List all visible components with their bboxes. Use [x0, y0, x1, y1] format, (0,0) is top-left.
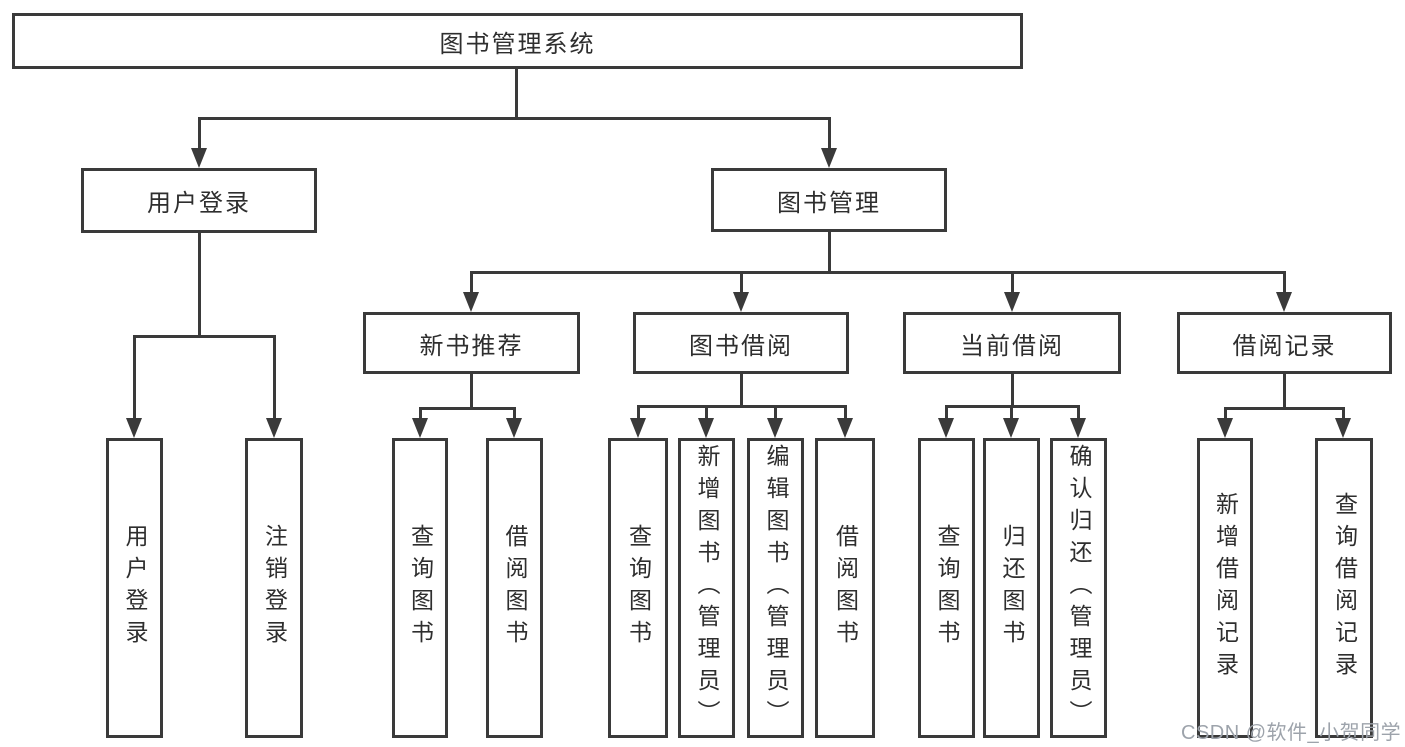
- node-label: 查询借阅记录: [1331, 492, 1358, 684]
- connector-line: [470, 271, 473, 296]
- node-new-book-recommend: 新书推荐: [363, 312, 580, 374]
- node-label: 注销登录: [261, 524, 288, 652]
- connector-line: [1011, 374, 1014, 407]
- connector-line: [740, 271, 743, 296]
- connector-line: [198, 117, 831, 120]
- connector-line: [1224, 407, 1227, 420]
- connector-line: [945, 405, 948, 420]
- arrow-down-icon: [1004, 292, 1020, 312]
- node-label: 图书管理: [777, 189, 881, 217]
- node-label: 借阅图书: [502, 524, 528, 652]
- connector-line: [705, 405, 708, 420]
- node-label: 归还图书: [999, 524, 1025, 652]
- node-query-books-current: 查询图书: [918, 438, 975, 738]
- node-label: 图书管理系统: [439, 30, 596, 58]
- node-edit-book-admin: 编辑图书（管理员）: [747, 438, 804, 738]
- node-book-borrow: 图书借阅: [633, 312, 849, 374]
- arrow-down-icon: [1003, 418, 1019, 438]
- node-return-book: 归还图书: [983, 438, 1040, 738]
- node-label: 新书推荐: [419, 332, 524, 360]
- connector-line: [1077, 405, 1080, 420]
- connector-line: [470, 374, 473, 409]
- connector-line: [419, 407, 422, 420]
- connector-line: [828, 232, 831, 273]
- connector-line: [828, 117, 831, 151]
- node-label: 借阅记录: [1232, 332, 1337, 360]
- arrow-down-icon: [266, 418, 282, 438]
- arrow-down-icon: [1070, 418, 1086, 438]
- arrow-down-icon: [837, 418, 853, 438]
- connector-line: [198, 233, 201, 338]
- node-borrow-records: 借阅记录: [1177, 312, 1392, 374]
- arrow-down-icon: [630, 418, 646, 438]
- node-label: 查询图书: [934, 524, 960, 652]
- connector-line: [470, 271, 1285, 274]
- connector-line: [844, 405, 847, 420]
- node-user-login: 用户登录: [106, 438, 163, 738]
- arrow-down-icon: [767, 418, 783, 438]
- node-label: 图书借阅: [689, 332, 793, 360]
- arrow-down-icon: [1276, 292, 1292, 312]
- connector-line: [1224, 407, 1344, 410]
- node-add-borrow-record: 新增借阅记录: [1197, 438, 1253, 738]
- node-borrow-books: 借阅图书: [815, 438, 875, 738]
- arrow-down-icon: [126, 418, 142, 438]
- arrow-down-icon: [191, 148, 207, 168]
- arrow-down-icon: [1335, 418, 1351, 438]
- connector-line: [419, 407, 516, 410]
- node-logout: 注销登录: [245, 438, 303, 738]
- node-book-management: 图书管理: [711, 168, 947, 232]
- arrow-down-icon: [938, 418, 954, 438]
- node-label: 借阅图书: [832, 524, 859, 652]
- node-query-books-recommend: 查询图书: [392, 438, 448, 738]
- arrow-down-icon: [412, 418, 428, 438]
- connector-line: [740, 374, 743, 407]
- connector-line: [774, 405, 777, 420]
- connector-line: [1283, 271, 1286, 296]
- node-borrow-books-recommend: 借阅图书: [486, 438, 543, 738]
- node-add-book-admin: 新增图书（管理员）: [678, 438, 735, 738]
- connector-line: [1342, 407, 1345, 420]
- connector-line: [513, 407, 516, 420]
- arrow-down-icon: [698, 418, 714, 438]
- arrow-down-icon: [733, 292, 749, 312]
- node-confirm-return-admin: 确认归还（管理员）: [1050, 438, 1107, 738]
- node-label: 编辑图书（管理员）: [763, 444, 789, 732]
- connector-line: [637, 405, 846, 408]
- connector-line: [198, 117, 201, 151]
- connector-line: [133, 335, 136, 421]
- arrow-down-icon: [821, 148, 837, 168]
- arrow-down-icon: [506, 418, 522, 438]
- arrow-down-icon: [1217, 418, 1233, 438]
- node-label: 用户登录: [147, 190, 251, 217]
- node-query-borrow-record: 查询借阅记录: [1315, 438, 1373, 738]
- node-user-login-branch: 用户登录: [81, 168, 317, 233]
- node-label: 确认归还（管理员）: [1066, 444, 1092, 732]
- connector-line: [1010, 405, 1013, 420]
- node-label: 当前借阅: [960, 332, 1064, 360]
- node-label: 查询图书: [625, 524, 652, 652]
- node-label: 用户登录: [122, 524, 148, 652]
- csdn-watermark: CSDN @软件_小贺同学: [1181, 722, 1402, 744]
- node-label: 新增图书（管理员）: [694, 444, 720, 732]
- node-library-management-system: 图书管理系统: [12, 13, 1023, 69]
- arrow-down-icon: [463, 292, 479, 312]
- connector-line: [515, 69, 518, 118]
- node-query-books-borrow: 查询图书: [608, 438, 668, 738]
- connector-line: [273, 335, 276, 421]
- node-current-borrow: 当前借阅: [903, 312, 1121, 374]
- node-label: 查询图书: [407, 524, 434, 652]
- connector-line: [637, 405, 640, 420]
- connector-line: [1283, 374, 1286, 409]
- connector-line: [1011, 271, 1014, 296]
- connector-line: [133, 335, 276, 338]
- node-label: 新增借阅记录: [1212, 492, 1239, 684]
